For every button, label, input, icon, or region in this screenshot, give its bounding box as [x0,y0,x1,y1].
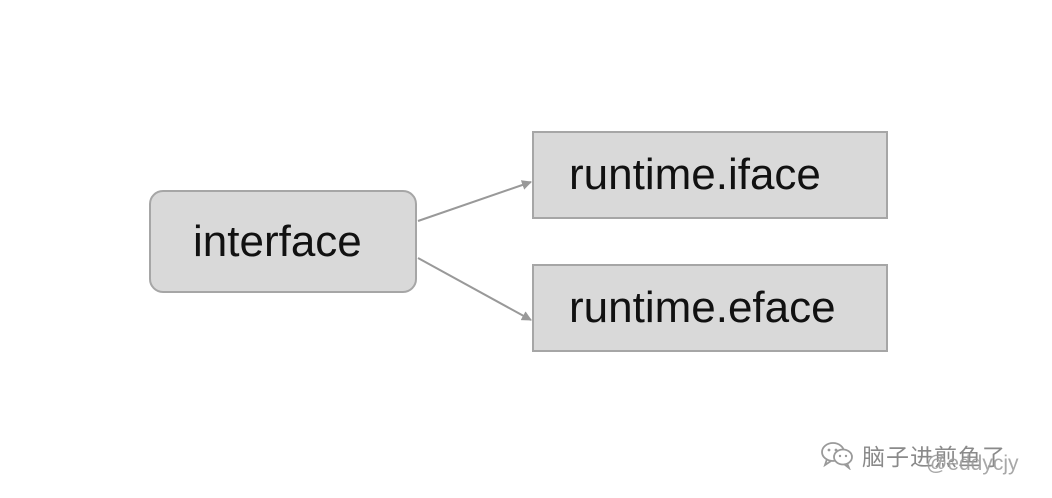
watermark-account-name: 脑子进煎鱼了 [862,445,1006,471]
node-interface-label: interface [193,216,362,266]
watermark-handle: @eddycjy [926,452,1019,475]
watermark: 脑子进煎鱼了 @eddycjy [820,438,1019,475]
arrow-interface-to-eface [417,257,532,321]
arrow-interface-to-iface [417,180,532,222]
node-runtime-eface-label: runtime.eface [569,283,836,332]
node-runtime-eface: runtime.eface [532,264,888,352]
node-interface: interface [149,190,417,293]
node-runtime-iface-label: runtime.iface [569,150,821,199]
node-runtime-iface: runtime.iface [532,131,888,219]
wechat-icon [821,442,853,470]
